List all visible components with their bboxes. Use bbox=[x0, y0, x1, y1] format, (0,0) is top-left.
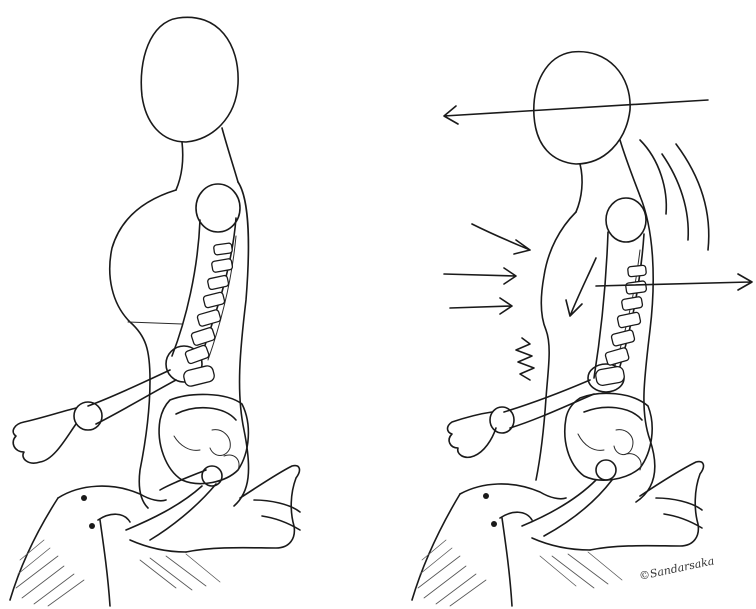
left-saddle bbox=[10, 466, 300, 606]
force-arrows bbox=[444, 100, 752, 380]
left-spine bbox=[183, 236, 236, 387]
right-chest-outline bbox=[536, 212, 576, 480]
right-pelvis bbox=[565, 393, 652, 480]
left-rider-figure bbox=[10, 17, 300, 606]
chest-arrow-2 bbox=[444, 268, 516, 284]
compression-squiggle bbox=[516, 338, 534, 380]
chest-arrow-3 bbox=[450, 298, 512, 314]
motion-arc-3 bbox=[640, 140, 666, 214]
right-hand bbox=[448, 412, 497, 457]
motion-arc-2 bbox=[676, 144, 709, 250]
signature: ©Sandarsaka bbox=[638, 554, 716, 583]
right-saddle bbox=[412, 462, 703, 606]
left-hand bbox=[13, 408, 76, 463]
head-arrow bbox=[444, 100, 708, 124]
left-horse-hatching bbox=[16, 540, 220, 606]
inner-arrow bbox=[566, 258, 596, 316]
right-neck bbox=[576, 164, 582, 212]
left-shoulder bbox=[196, 184, 240, 232]
right-forearm bbox=[504, 380, 594, 428]
left-pelvis bbox=[159, 394, 248, 486]
left-head bbox=[141, 17, 238, 142]
right-back-outline bbox=[636, 196, 655, 502]
back-arrow bbox=[596, 274, 752, 290]
chest-arrow-1 bbox=[472, 224, 530, 254]
left-neck bbox=[176, 142, 183, 190]
right-shoulder bbox=[606, 198, 646, 242]
right-thigh bbox=[522, 480, 612, 536]
right-rider-figure: ©Sandarsaka bbox=[412, 52, 752, 606]
